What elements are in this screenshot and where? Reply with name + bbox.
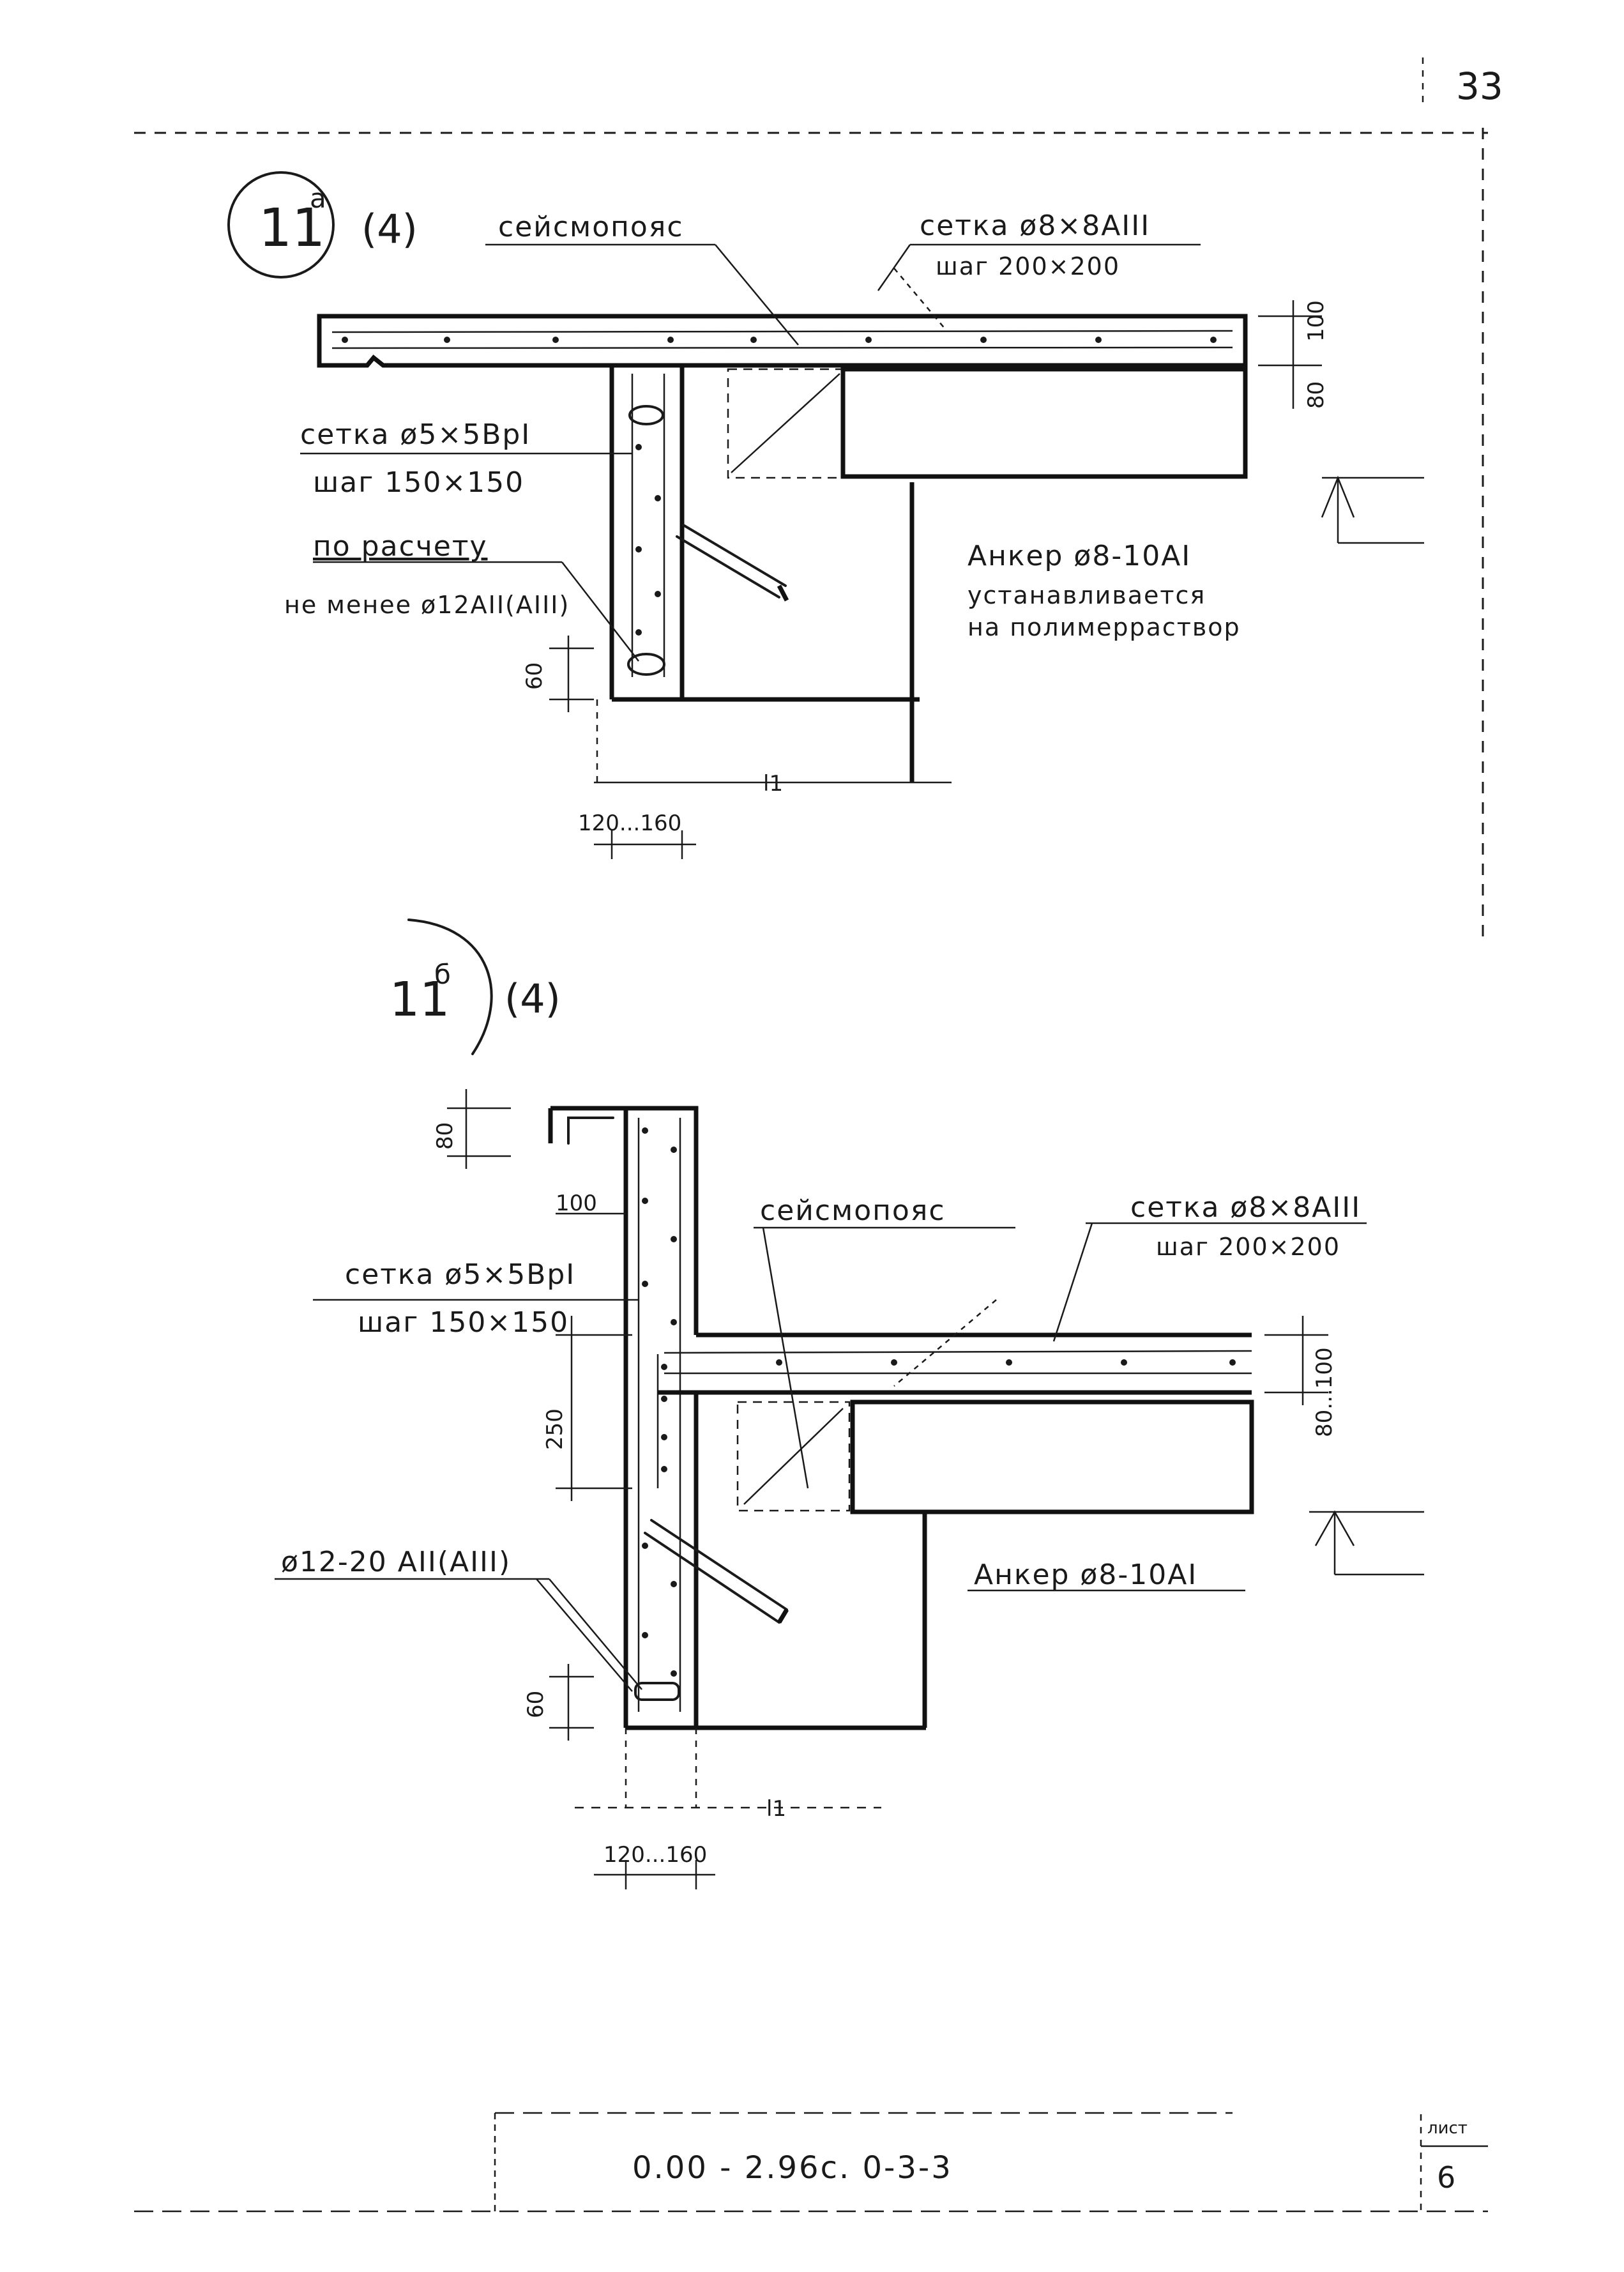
sheet-frame: 33 [134,57,1503,945]
detail-11b-ref: (4) [505,975,561,1022]
detail-11b-mark-sup: б [434,959,451,990]
detail-11b-dim-slab: 80...100 [1312,1347,1337,1437]
detail-11b-dim-100: 100 [556,1191,597,1216]
detail-11a-dim-width: 120...160 [578,811,681,836]
detail-11b-dim-bottom: 60 [523,1691,549,1718]
detail-11b-dim-250: 250 [542,1408,568,1450]
detail-11a-top-mesh-line2: шаг 200×200 [936,252,1120,280]
detail-11a-leaders [300,243,1201,662]
detail-11a-dim-slab: 80 [1303,381,1329,409]
detail-11b-dimensions: 80 100 250 80...100 60 l1 120...160 [432,1089,1424,1889]
title-block: 0.00 - 2.96с. 0-3-3 лист 6 [134,2112,1488,2213]
detail-11b-dim-width: 120...160 [603,1842,707,1868]
detail-11a-anchor-line1: Анкер ø8-10АI [968,540,1191,572]
detail-11a-calc-line1: по расчету [313,530,488,563]
detail-11b-anchor-label: Анкер ø8-10АI [974,1559,1197,1591]
detail-11a-dim-top: 100 [1303,300,1329,342]
detail-11a-wall-mesh-line2: шаг 150×150 [313,466,524,499]
detail-11b-top-mesh-line1: сетка ø8×8АIII [1130,1191,1361,1224]
detail-11a-slab [317,314,1248,368]
detail-11b-dim-span: l1 [766,1796,786,1822]
detail-11b-wall [548,1106,926,1730]
detail-11a-ref: (4) [361,206,418,252]
detail-11b-slab [625,1332,1254,1808]
detail-11b-rebar-dots [642,1127,1236,1677]
detail-11a-anchor-line2: устанавливается [968,581,1206,609]
detail-11a: 11 а (4) [227,171,1424,859]
detail-11b-mark-number: 11 [390,972,450,1027]
detail-11b-dim-80: 80 [432,1122,458,1150]
detail-11b-wall-mesh-line2: шаг 150×150 [358,1306,569,1339]
detail-11a-labels: сейсмопояс сетка ø8×8АIII шаг 200×200 се… [284,210,1241,641]
detail-11a-rebar-dots [342,337,1217,636]
detail-11a-mark: 11 а (4) [227,171,418,278]
detail-11b-bar-label: ø12-20 АII(АIII) [281,1546,511,1578]
detail-11a-anchor-line3: на полимерраствор [968,613,1241,641]
detail-11a-wall-mesh-line1: сетка ø5×5ВрI [300,418,531,451]
detail-11b-wall-mesh-line1: сетка ø5×5ВрI [345,1258,575,1291]
detail-11a-top-mesh-line1: сетка ø8×8АIII [920,210,1150,242]
detail-11a-calc-line2: не менее ø12АII(АIII) [284,591,570,619]
footer-sheet-number: 6 [1437,2160,1455,2195]
detail-11a-dim-span: l1 [763,771,783,797]
detail-11b-mark: 11 б (4) [390,919,561,1055]
detail-11a-dim-bottom: 60 [522,662,547,690]
detail-11b-leaders [275,1222,1367,1692]
page-number: 33 [1456,65,1503,108]
detail-11a-wall [596,363,1248,782]
detail-11a-mark-sup: а [310,183,326,214]
detail-11b-seismic-belt-label: сейсмопояс [760,1194,946,1227]
footer-code: 0.00 - 2.96с. 0-3-3 [632,2150,953,2186]
detail-11a-mark-number: 11 [259,198,325,259]
detail-11b-labels: сейсмопояс сетка ø8×8АIII шаг 200×200 се… [281,1191,1361,1591]
footer-sheet-label: лист [1427,2119,1468,2138]
detail-11b-top-mesh-line2: шаг 200×200 [1156,1233,1340,1261]
detail-11a-dimensions: 100 80 60 l1 120...160 [522,300,1424,859]
detail-11a-seismic-belt-label: сейсмопояс [498,211,684,243]
detail-11b: 11 б (4) [275,919,1424,1889]
